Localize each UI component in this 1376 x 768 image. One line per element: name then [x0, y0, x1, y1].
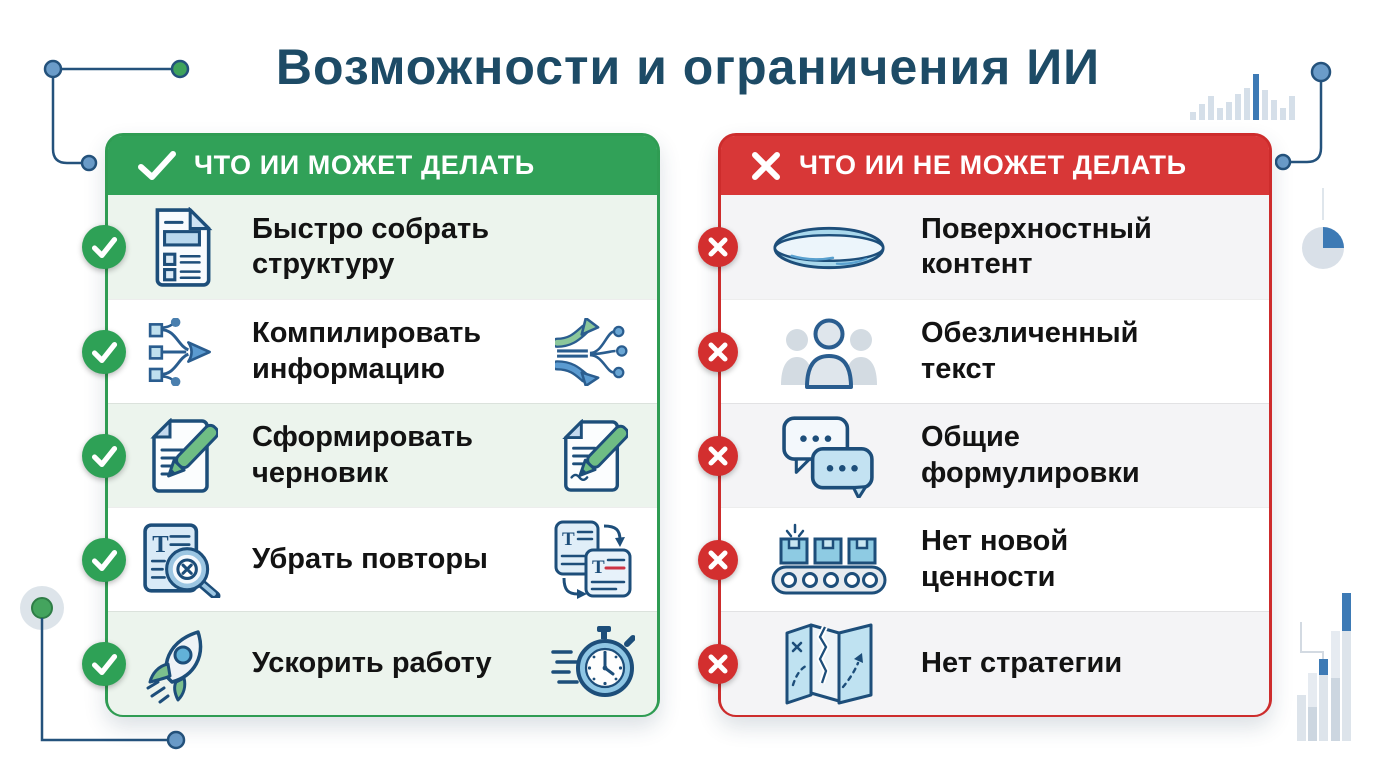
row-label: Общие формулировки	[921, 421, 1140, 489]
conveyor-belt-icon	[767, 523, 891, 597]
can-do-row-structure: Быстро собрать структуру	[82, 195, 657, 299]
top-right-bar-chart-decoration	[1190, 74, 1295, 120]
faceless-people-icon	[767, 315, 891, 389]
page-title: Возможности и ограничения ИИ	[275, 39, 1101, 95]
checkmark-icon	[91, 653, 118, 675]
top-right-connector-decoration	[1275, 61, 1332, 171]
row-label: Быстро собрать структуру	[252, 212, 490, 280]
svg-text:T: T	[152, 530, 169, 557]
draft-pen-signature-icon	[543, 418, 643, 493]
cross-badge	[698, 227, 738, 267]
shallow-dish-icon	[767, 220, 891, 274]
row-label: Поверхностный контент	[921, 212, 1152, 280]
bottom-left-connector-decoration	[20, 586, 186, 750]
row-label: Нет новой ценности	[921, 525, 1069, 593]
cannot-do-row-no-value: Нет новой ценности	[698, 507, 1269, 611]
checkmark-icon	[91, 445, 118, 467]
can-do-row-speed: Ускорить работу	[82, 611, 657, 715]
cannot-do-panel: ЧТО ИИ НЕ МОЖЕТ ДЕЛАТЬ Поверхностный кон…	[698, 133, 1272, 717]
check-badge	[82, 433, 126, 478]
cannot-do-header: ЧТО ИИ НЕ МОЖЕТ ДЕЛАТЬ	[721, 136, 1269, 195]
torn-map-icon	[767, 621, 891, 707]
cross-icon	[708, 446, 728, 465]
cross-icon	[708, 342, 728, 361]
draft-pen-icon	[134, 417, 230, 494]
row-label: Компилировать информацию	[252, 317, 482, 385]
merge-arrows-icon	[134, 317, 230, 386]
cannot-do-row-no-strategy: Нет стратегии	[698, 611, 1269, 715]
can-do-header-label: ЧТО ИИ МОЖЕТ ДЕЛАТЬ	[194, 150, 535, 180]
can-do-header: ЧТО ИИ МОЖЕТ ДЕЛАТЬ	[108, 136, 657, 195]
diverge-arrows-icon	[543, 317, 643, 386]
row-label: Ускорить работу	[252, 646, 492, 679]
can-do-panel: ЧТО ИИ МОЖЕТ ДЕЛАТЬ Быст	[82, 133, 660, 717]
bottom-right-bar-chart-decoration	[1297, 593, 1351, 741]
rocket-icon	[134, 624, 230, 704]
checkmark-icon	[91, 237, 118, 258]
cannot-do-header-label: ЧТО ИИ НЕ МОЖЕТ ДЕЛАТЬ	[799, 150, 1187, 180]
top-left-connector-decoration	[43, 59, 190, 172]
document-structure-icon	[134, 207, 230, 287]
dedupe-documents-icon: T T	[543, 520, 643, 600]
cross-badge	[698, 435, 738, 476]
row-label: Нет стратегии	[921, 646, 1123, 679]
pie-chart-decoration	[1302, 188, 1344, 269]
check-badge	[82, 641, 126, 686]
cross-icon	[708, 550, 728, 569]
row-label: Сформировать черновик	[252, 421, 473, 489]
can-do-row-compile: Компилировать информацию	[82, 299, 657, 403]
svg-text:T: T	[562, 529, 575, 550]
cross-badge	[698, 331, 738, 372]
checkmark-icon	[138, 150, 176, 180]
can-do-row-draft: Сформировать черновик	[82, 403, 657, 507]
stopwatch-speed-icon	[543, 625, 643, 702]
doc-magnifier-x-icon: T	[134, 522, 230, 598]
cross-icon	[708, 654, 728, 673]
row-label: Обезличенный текст	[921, 317, 1139, 385]
check-badge	[82, 537, 126, 582]
can-do-row-dedupe: T Убрать повторы T	[82, 507, 657, 611]
cross-icon	[752, 151, 780, 180]
generic-chat-bubbles-icon	[767, 414, 891, 498]
checkmark-icon	[91, 549, 118, 571]
cannot-do-row-superficial: Поверхностный контент	[698, 195, 1269, 299]
cannot-do-row-impersonal: Обезличенный текст	[698, 299, 1269, 403]
checkmark-icon	[91, 341, 118, 363]
cross-badge	[698, 539, 738, 580]
check-badge	[82, 225, 126, 269]
cross-icon	[708, 237, 728, 257]
cannot-do-row-generic: Общие формулировки	[698, 403, 1269, 507]
row-label: Убрать повторы	[252, 542, 488, 575]
check-badge	[82, 329, 126, 374]
cross-badge	[698, 643, 738, 684]
svg-text:T: T	[592, 557, 605, 578]
